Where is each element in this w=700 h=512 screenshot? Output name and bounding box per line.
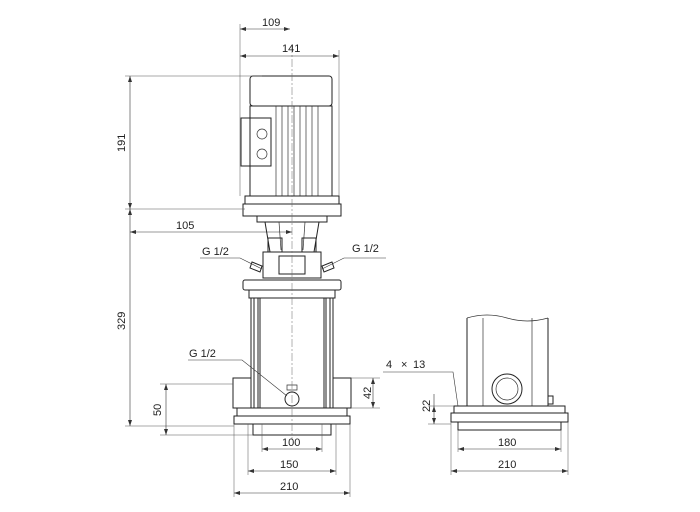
motor <box>240 75 342 217</box>
dim-191: 191 <box>116 134 128 152</box>
arrowheads <box>128 27 568 495</box>
dim-22: 22 <box>421 400 433 412</box>
holes-times: × <box>401 359 407 371</box>
holes-count: 4 <box>386 359 392 371</box>
hole-diameter: 13 <box>413 359 425 371</box>
dim-42: 42 <box>362 387 374 399</box>
dim-329: 329 <box>116 312 128 330</box>
dim-50: 50 <box>152 404 164 416</box>
dim-150: 150 <box>280 459 298 471</box>
dim-210-side: 210 <box>498 459 516 471</box>
side-view <box>450 314 569 431</box>
dim-210-front: 210 <box>280 481 298 493</box>
dim-109: 109 <box>262 17 280 29</box>
dim-100: 100 <box>282 437 300 449</box>
thread-label-left-top: G 1/2 <box>202 246 229 258</box>
thread-label-right-top: G 1/2 <box>352 243 379 255</box>
thread-label-left-bottom: G 1/2 <box>189 348 216 360</box>
dim-141: 141 <box>282 43 300 55</box>
dimension-lines <box>125 24 569 497</box>
dim-180: 180 <box>498 437 516 449</box>
dim-105: 105 <box>176 220 194 232</box>
